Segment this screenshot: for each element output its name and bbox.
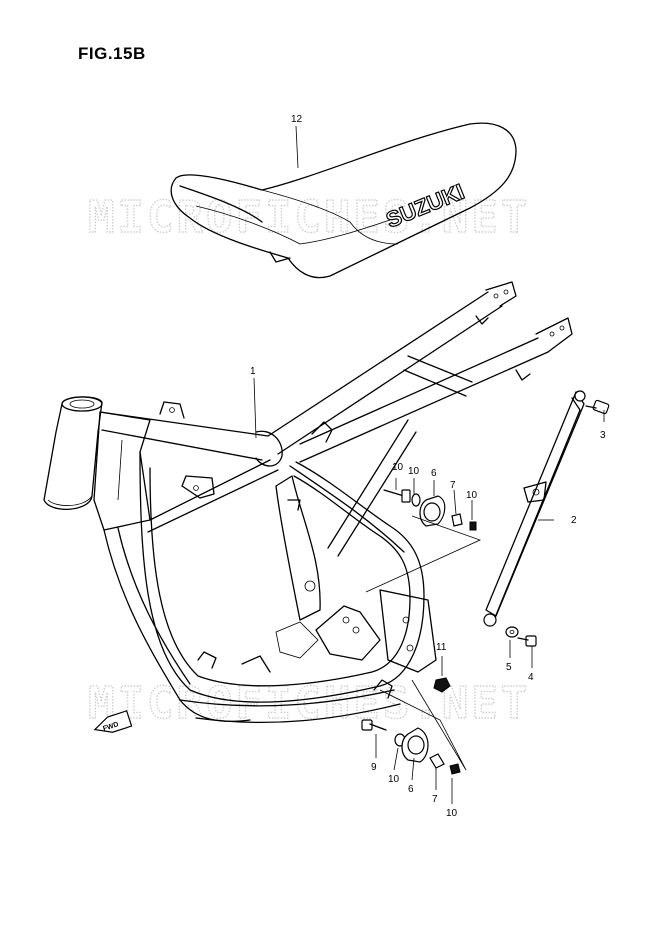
callout-12: 12	[291, 114, 303, 125]
callout-8: 10	[392, 462, 404, 473]
callout-10-upper-a: 10	[408, 466, 420, 477]
callout-6-upper: 6	[431, 468, 437, 479]
figure-title: FIG.15B	[78, 44, 146, 63]
callout-labels: 12 1 2 3 4 5 10 10 6 7 10 11 9 10 6 7 10	[250, 114, 606, 819]
watermark-top: MICROFICHES.NET	[88, 192, 530, 243]
upper-mount-hardware	[383, 489, 477, 531]
part-11-nut	[433, 677, 451, 693]
frame	[43, 281, 573, 724]
callout-9: 9	[371, 762, 377, 773]
lower-mount-hardware	[361, 719, 461, 775]
part-5-washer	[505, 626, 519, 638]
part-3-bolt	[585, 399, 610, 415]
callout-1: 1	[250, 366, 256, 377]
callout-10-lower-a: 10	[388, 774, 400, 785]
callout-3: 3	[600, 430, 606, 441]
callout-7-lower: 7	[432, 794, 438, 805]
fwd-direction-marker: FWD	[93, 710, 133, 733]
callout-10-lower-b: 10	[446, 808, 458, 819]
callout-4: 4	[528, 672, 534, 683]
guide-lines	[365, 515, 482, 771]
callout-11: 11	[436, 642, 447, 653]
part-4-bolt	[517, 635, 537, 647]
callout-2: 2	[571, 515, 577, 526]
part-2-strut	[483, 390, 586, 627]
callout-10-upper-b: 10	[466, 490, 478, 501]
fwd-label: FWD	[102, 721, 119, 733]
callout-6-lower: 6	[408, 784, 414, 795]
callout-leaders	[253, 125, 605, 804]
callout-5: 5	[506, 662, 512, 673]
callout-7-upper: 7	[450, 480, 456, 491]
